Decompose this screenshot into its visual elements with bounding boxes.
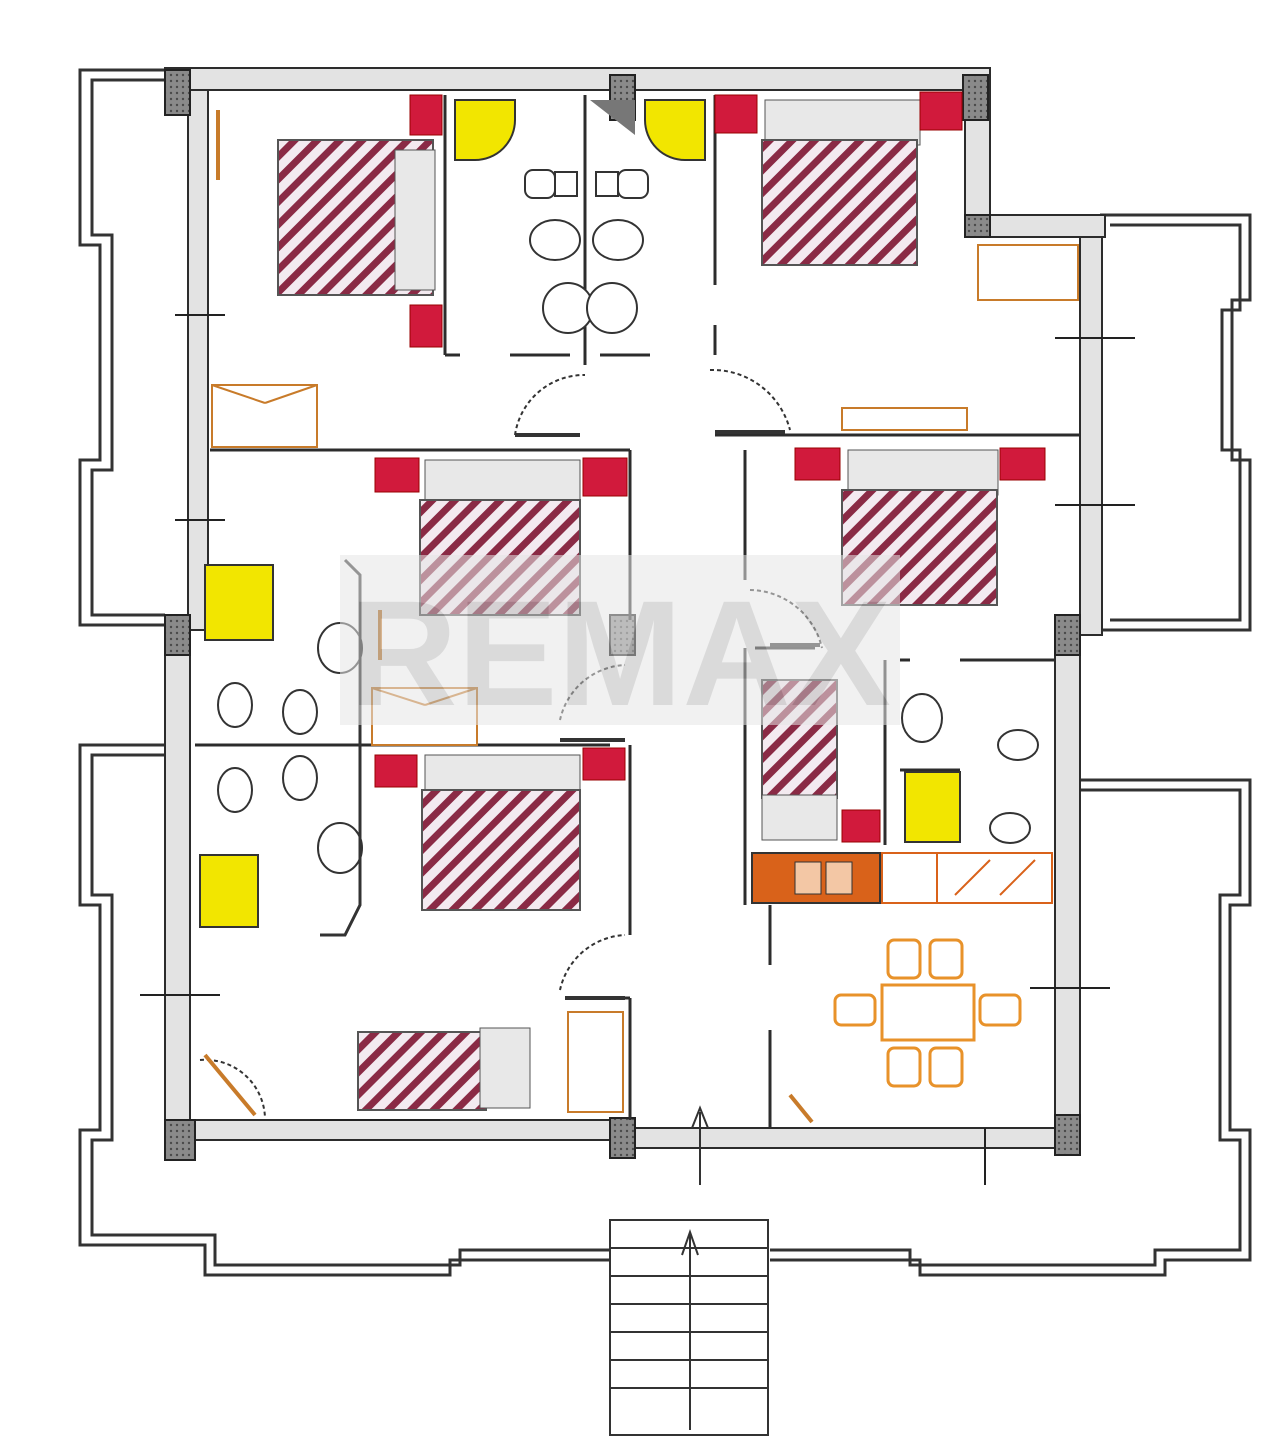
kitchen bbox=[751, 852, 1053, 904]
nightstand-icon bbox=[409, 94, 443, 136]
exterior-walls bbox=[164, 67, 1106, 1151]
bed-icon bbox=[357, 1031, 487, 1111]
bed-icon bbox=[421, 789, 581, 911]
nightstand-icon bbox=[409, 304, 443, 348]
sink-icon bbox=[317, 822, 363, 874]
wardrobe bbox=[211, 384, 318, 448]
bed-icon bbox=[761, 139, 918, 266]
wardrobe bbox=[977, 244, 1079, 301]
nightstand-icon bbox=[714, 94, 758, 134]
shower-icon bbox=[454, 99, 516, 161]
bathroom-left bbox=[199, 558, 363, 937]
dining-table-icon bbox=[833, 938, 1022, 1088]
nightstand-icon bbox=[374, 457, 420, 493]
sink-icon bbox=[592, 219, 644, 261]
wardrobe bbox=[567, 1011, 624, 1113]
bathroom-top bbox=[454, 99, 706, 334]
toilet-icon bbox=[524, 169, 556, 199]
toilet-icon bbox=[997, 729, 1039, 761]
sink-icon bbox=[586, 282, 638, 334]
nightstand-icon bbox=[999, 447, 1046, 481]
nightstand-icon bbox=[374, 754, 418, 788]
toilet-icon bbox=[282, 689, 318, 735]
watermark-text: REMAX bbox=[349, 569, 891, 737]
sink-icon bbox=[529, 219, 581, 261]
bathroom-right bbox=[901, 693, 1039, 844]
sink-icon bbox=[542, 282, 594, 334]
nightstand-icon bbox=[841, 809, 881, 843]
nightstand-icon bbox=[794, 447, 841, 481]
remax-watermark: REMAX bbox=[340, 555, 900, 737]
windows bbox=[140, 314, 1135, 1185]
desk bbox=[841, 407, 968, 431]
entrance-arrow-icon bbox=[691, 1105, 709, 1185]
shower-icon bbox=[904, 771, 961, 843]
bedroom-lower-left bbox=[374, 747, 626, 911]
toilet-icon bbox=[617, 169, 649, 199]
toilet-icon bbox=[282, 755, 318, 801]
toilet-icon bbox=[989, 812, 1031, 844]
nightstand-icon bbox=[582, 747, 626, 781]
bedroom-top-right bbox=[714, 91, 1079, 431]
nightstand-icon bbox=[582, 457, 628, 497]
nightstand-icon bbox=[919, 91, 963, 131]
stair-icon bbox=[609, 1219, 769, 1436]
balcony-outline bbox=[78, 68, 1252, 1277]
shower-icon bbox=[199, 854, 259, 928]
sink-icon bbox=[901, 693, 943, 743]
toilet-icon bbox=[217, 682, 253, 728]
toilet-icon bbox=[217, 767, 253, 813]
bedroom-bottom-left bbox=[203, 1011, 624, 1117]
shower-icon bbox=[644, 99, 706, 161]
shower-icon bbox=[204, 564, 274, 641]
bedroom-top-left bbox=[211, 94, 443, 448]
